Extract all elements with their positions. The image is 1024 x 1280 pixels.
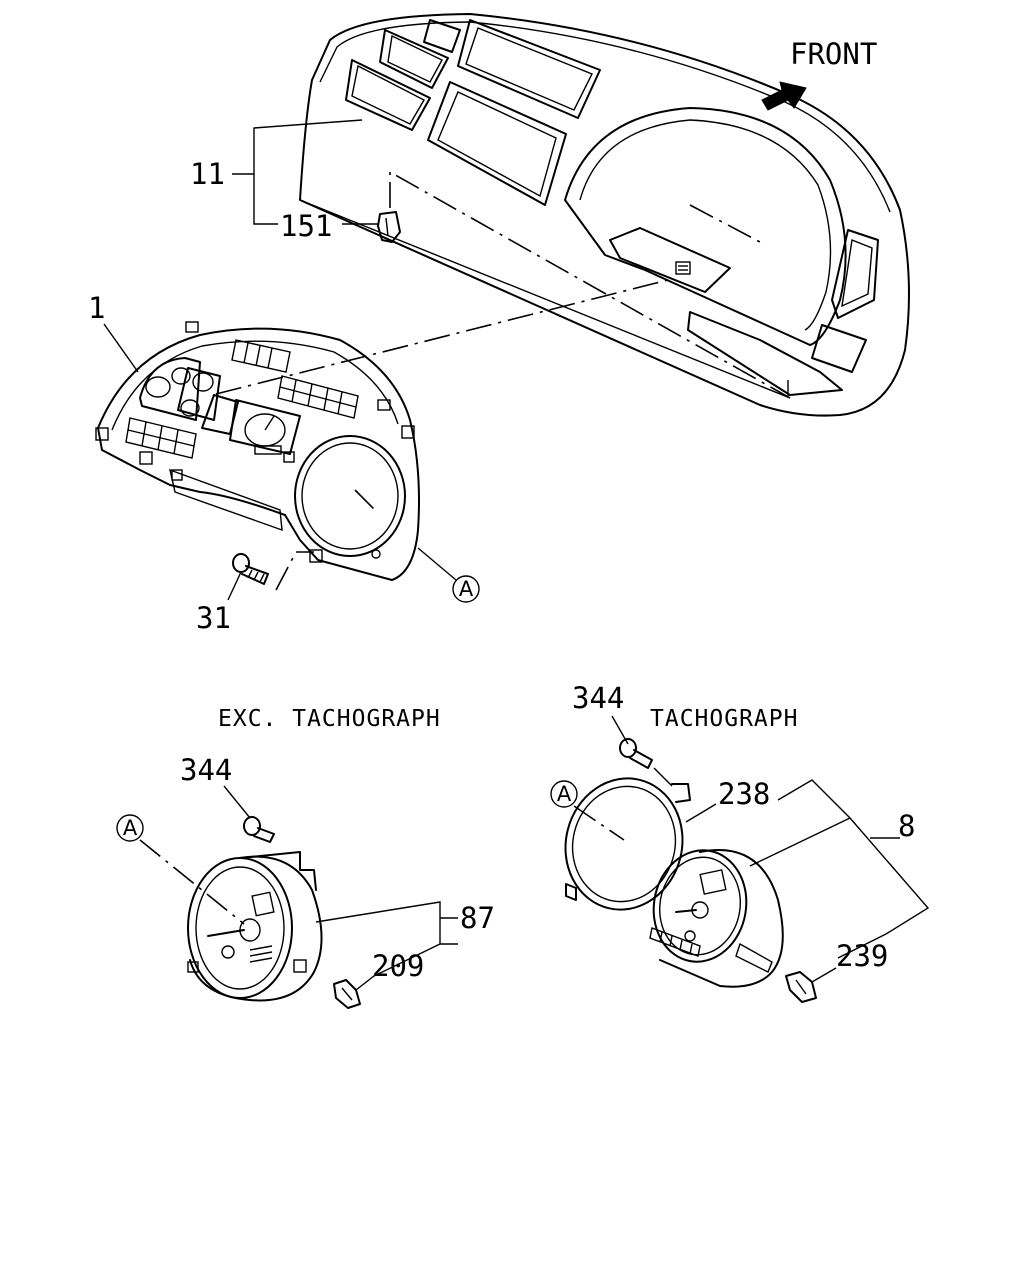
reference-a-main-label: A: [459, 577, 474, 601]
reference-a-left-label: A: [123, 816, 138, 840]
callout-344-right: 344: [572, 681, 624, 715]
sensor-part-209: [333, 979, 361, 1009]
callout-239: 239: [836, 939, 888, 973]
dashboard-panel-part-11: [299, 13, 910, 417]
mount-tab: [377, 399, 391, 411]
warning-lamp-grid-left: [125, 417, 197, 459]
instrument-cluster-part-1: [95, 321, 420, 581]
reference-a-main: A: [452, 575, 480, 603]
screw-part-344-left: [243, 816, 275, 843]
callout-209: 209: [372, 949, 424, 983]
speedometer-part-87: [187, 851, 323, 1002]
reference-a-right-label: A: [557, 782, 572, 806]
mount-tab: [171, 469, 183, 481]
callout-leader-11-151: [232, 119, 378, 225]
caption-exc-tachograph: EXC. TACHOGRAPH: [218, 706, 441, 732]
callout-8: 8: [898, 809, 915, 843]
sensor-part-239: [785, 971, 817, 1003]
clip-part-151: [377, 211, 401, 243]
mount-tab: [139, 451, 153, 465]
callout-1: 1: [88, 291, 105, 325]
callout-31: 31: [196, 601, 231, 635]
bezel-part-238: [564, 777, 691, 911]
callout-87: 87: [460, 901, 495, 935]
mount-tab: [95, 427, 109, 441]
callout-151: 151: [280, 209, 332, 243]
mount-tab: [185, 321, 199, 333]
callout-238: 238: [718, 777, 770, 811]
front-arrow-icon: [761, 81, 807, 111]
mount-tab: [309, 549, 323, 563]
screw-part-344-right: [619, 738, 653, 769]
front-label: FRONT: [790, 37, 877, 71]
caption-tachograph: TACHOGRAPH: [650, 706, 798, 732]
callout-11: 11: [190, 157, 225, 191]
front-direction-indicator: FRONT: [761, 37, 877, 111]
callout-344-left: 344: [180, 753, 232, 787]
warning-lamp-grid-top: [231, 339, 359, 419]
mount-tab: [401, 425, 415, 439]
reference-a-left: A: [116, 814, 144, 842]
tachograph-part-239-body: [649, 849, 784, 988]
reference-a-right: A: [550, 780, 578, 808]
